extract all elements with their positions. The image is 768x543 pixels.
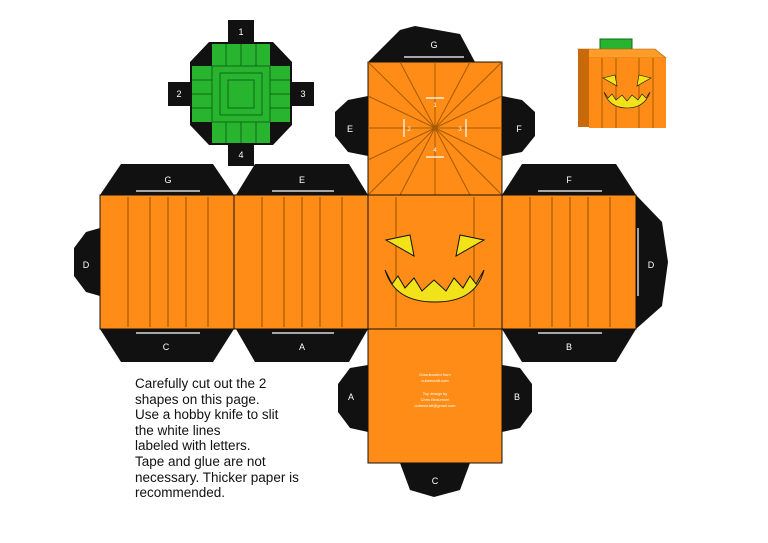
cap-tab-2 xyxy=(168,82,190,106)
top-tab-e-label: E xyxy=(347,124,353,134)
cap-tab-2-label: 2 xyxy=(176,89,181,99)
credit-line-1: Downloaded from xyxy=(419,372,451,377)
front-face xyxy=(367,194,503,330)
cap-piece: 1 2 3 4 xyxy=(168,20,314,166)
right-face-bottom-tab-label: B xyxy=(566,342,572,352)
bottom-tab-c-label: C xyxy=(432,476,439,486)
left2-face-top-tab-label: E xyxy=(299,175,305,185)
instruction-line: shapes on this page. xyxy=(135,391,260,407)
preview-front xyxy=(589,58,666,128)
top-face-tab-g xyxy=(368,26,475,62)
top-mark-1: 1 xyxy=(433,103,437,109)
mouth xyxy=(384,269,485,303)
credit-line-6: cubeecraft@gmail.com xyxy=(415,403,457,408)
top-face-tab-f xyxy=(502,96,535,156)
left-face-side-tab xyxy=(74,228,100,296)
bottom-face-tab-c xyxy=(400,463,470,497)
cap-tab-3 xyxy=(292,82,314,106)
top-tab-g-label: G xyxy=(430,40,437,50)
left-face-top-tab xyxy=(100,164,234,195)
right-face-top-tab-label: F xyxy=(566,175,572,185)
top-mark-3: 3 xyxy=(458,127,462,133)
cap-center xyxy=(212,66,270,122)
instruction-line: Tape and glue are not xyxy=(135,453,266,469)
preview-left-side xyxy=(578,49,589,127)
right-face-side-tab xyxy=(636,195,668,329)
instruction-line: Carefully cut out the 2 xyxy=(135,376,267,391)
bottom-face xyxy=(367,328,503,464)
cap-tab-3-label: 3 xyxy=(300,89,305,99)
bottom-tab-a-label: A xyxy=(348,392,354,402)
cap-tab-1-label: 1 xyxy=(238,27,243,37)
left2-face-top-tab xyxy=(236,164,368,195)
left-face-bottom-tab-label: C xyxy=(163,342,170,352)
bottom-tab-b-label: B xyxy=(514,392,520,402)
left-face-bottom-tab xyxy=(100,329,234,362)
bottom-face-tab-a xyxy=(338,365,368,432)
instruction-line: labeled with letters. xyxy=(135,438,251,454)
instruction-line: the white lines xyxy=(135,422,221,438)
instruction-line: Use a hobby knife to slit xyxy=(135,407,279,423)
left-eye xyxy=(384,234,415,257)
left-face-side-tab-label: D xyxy=(83,260,90,270)
preview-top xyxy=(577,48,667,59)
credit-line-4: Toy design by xyxy=(423,391,447,396)
left2-face-bottom-tab-label: A xyxy=(299,342,305,352)
left-face xyxy=(99,194,235,330)
cap-tab-4-label: 4 xyxy=(238,150,243,160)
right-face-top-tab xyxy=(502,164,636,195)
preview-mouth xyxy=(603,91,651,109)
credit-line-2: cubeecraft.com xyxy=(421,378,449,383)
instruction-line: necessary. Thicker paper is xyxy=(135,469,299,485)
right-face-side-tab-label: D xyxy=(648,260,655,270)
top-tab-f-label: F xyxy=(516,124,522,134)
bottom-face-tab-b xyxy=(502,365,532,432)
instructions-text: Carefully cut out the 2 shapes on this p… xyxy=(135,376,365,501)
left-face-top-tab-label: G xyxy=(164,175,171,185)
top-mark-4: 4 xyxy=(433,148,437,154)
preview-left-eye xyxy=(602,74,618,87)
body-piece: G E F 1 2 xyxy=(74,26,668,497)
top-face-tab-e xyxy=(335,96,368,156)
instruction-line: recommended. xyxy=(135,485,226,501)
right-face xyxy=(501,194,637,330)
credit-line-5: Chris Beaumont xyxy=(421,397,451,402)
cap-tab-4 xyxy=(228,144,254,166)
preview-right-eye xyxy=(636,74,652,87)
top-mark-2: 2 xyxy=(407,127,411,133)
cap-tab-1 xyxy=(228,20,254,44)
right-face-bottom-tab xyxy=(502,329,636,362)
left2-face xyxy=(233,194,369,330)
assembled-preview xyxy=(577,38,667,128)
right-eye xyxy=(455,234,486,257)
left2-face-bottom-tab xyxy=(236,329,368,362)
